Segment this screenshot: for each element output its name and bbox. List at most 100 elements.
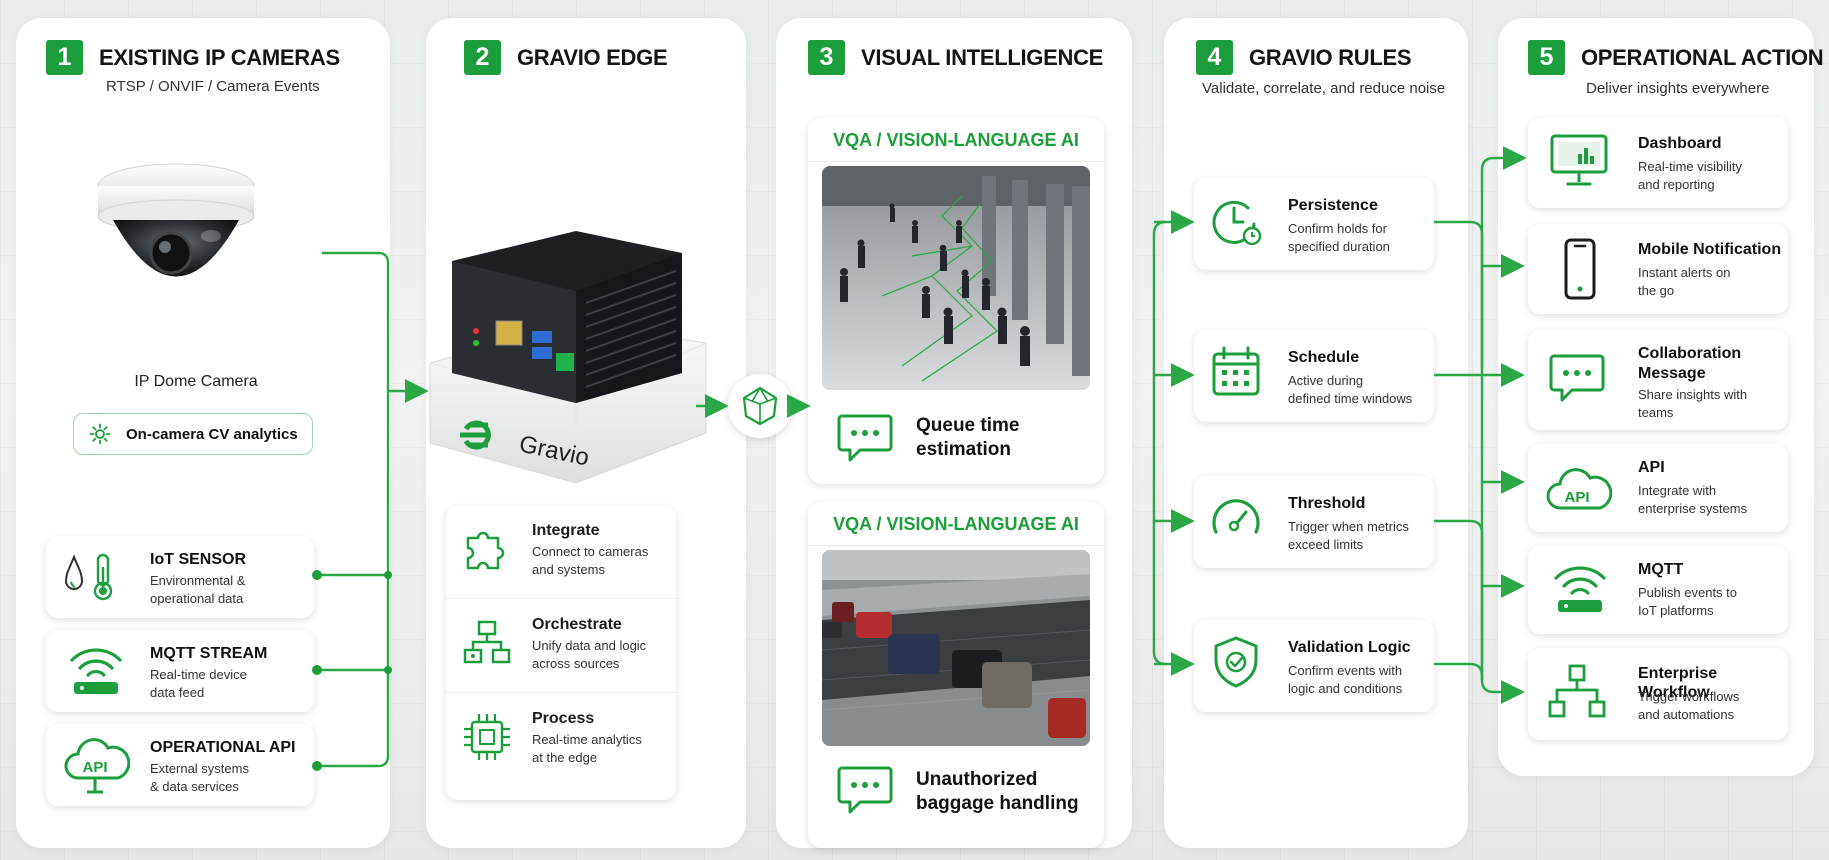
- column-header: 4 GRAVIO RULES: [1196, 40, 1412, 75]
- rule-desc-line1: Confirm events with: [1288, 663, 1403, 678]
- rule-desc-line2: logic and conditions: [1288, 681, 1403, 696]
- action-card-enterprise-workflow: Enterprise Workflow Trigger workflows an…: [1528, 648, 1788, 740]
- column-subtitle: Validate, correlate, and reduce noise: [1202, 80, 1446, 97]
- column-visual-intelligence: 3 VISUAL INTELLIGENCE VQA / VISION-LANGU…: [776, 18, 1132, 848]
- action-desc-line2: enterprise systems: [1638, 501, 1748, 516]
- action-desc-line2: teams: [1638, 405, 1674, 420]
- vqa-result-line1: Queue time: [916, 415, 1020, 436]
- source-card-operational-api: API OPERATIONAL API External systems & d…: [46, 724, 314, 806]
- source-desc-line2: data feed: [150, 685, 205, 700]
- edge-item-desc-line2: across sources: [532, 656, 620, 671]
- step-number: 1: [46, 40, 83, 75]
- source-card-mqtt-stream: MQTT STREAM Real-time device data feed: [46, 630, 314, 712]
- action-title: MQTT: [1638, 561, 1684, 578]
- source-title: OPERATIONAL API: [150, 739, 296, 756]
- rule-title: Validation Logic: [1288, 639, 1411, 656]
- action-title: Mobile Notification: [1638, 241, 1782, 258]
- edge-item-title: Integrate: [532, 522, 600, 539]
- column-gravio-rules: 4 GRAVIO RULES Validate, correlate, and …: [1164, 18, 1468, 848]
- rule-desc-line1: Active during: [1288, 373, 1364, 388]
- workflow-icon: [1548, 664, 1606, 718]
- puzzle-icon: [466, 531, 505, 570]
- column-gravio-edge: 2 GRAVIO EDGE: [426, 18, 746, 848]
- action-title: API: [1638, 459, 1665, 476]
- edge-item-desc-line1: Connect to cameras: [532, 544, 649, 559]
- rule-title: Schedule: [1288, 349, 1360, 366]
- chat-icon: [837, 414, 893, 462]
- shield-check-icon: [1214, 636, 1258, 688]
- polyhedron-icon: [742, 386, 778, 426]
- source-desc-line1: Environmental &: [150, 573, 246, 588]
- svg-text:API: API: [1564, 489, 1589, 506]
- column-subtitle: Deliver insights everywhere: [1586, 80, 1770, 97]
- rule-card-persistence: Persistence Confirm holds for specified …: [1194, 178, 1434, 270]
- step-number: 3: [808, 40, 845, 75]
- column-header: 5 OPERATIONAL ACTION: [1528, 40, 1824, 75]
- edge-item-desc-line1: Unify data and logic: [532, 638, 647, 653]
- api-cloud-icon: API: [1546, 468, 1612, 510]
- action-desc-line1: Integrate with: [1638, 483, 1717, 498]
- rule-title: Threshold: [1288, 495, 1366, 512]
- vqa-panel-header: VQA / VISION-LANGUAGE AI: [808, 502, 1104, 546]
- step-number: 5: [1528, 40, 1565, 75]
- rule-card-validation-logic: Validation Logic Confirm events with log…: [1194, 620, 1434, 712]
- action-desc-line2: IoT platforms: [1638, 603, 1714, 618]
- edge-item-title: Process: [532, 710, 595, 727]
- rule-desc-line2: exceed limits: [1288, 537, 1364, 552]
- column-existing-ip-cameras: 1 EXISTING IP CAMERAS RTSP / ONVIF / Cam…: [16, 18, 390, 848]
- gear-icon: [89, 423, 111, 445]
- edge-item-desc-line2: at the edge: [532, 750, 598, 765]
- column-title: GRAVIO EDGE: [517, 44, 668, 70]
- rule-card-schedule: Schedule Active during defined time wind…: [1194, 330, 1434, 422]
- source-title: IoT SENSOR: [150, 551, 247, 568]
- dome-camera-image: [91, 158, 261, 318]
- action-title: Dashboard: [1638, 135, 1722, 152]
- column-operational-action: 5 OPERATIONAL ACTION Deliver insights ev…: [1498, 18, 1824, 776]
- action-desc-line1: Trigger workflows: [1638, 689, 1740, 704]
- rule-desc-line1: Trigger when metrics: [1288, 519, 1409, 534]
- on-camera-analytics-pill: On-camera CV analytics: [73, 413, 313, 455]
- hierarchy-icon: [463, 620, 511, 664]
- gravio-edge-device-image: Gravio: [426, 213, 716, 513]
- action-card-mqtt: MQTT Publish events to IoT platforms: [1528, 546, 1788, 634]
- action-card-mobile-notification: Mobile Notification Instant alerts on th…: [1528, 224, 1788, 314]
- action-title-line2: Message: [1638, 365, 1706, 382]
- sensor-icon: [64, 553, 113, 601]
- gauge-icon: [1212, 499, 1260, 534]
- action-desc-line1: Instant alerts on: [1638, 265, 1731, 280]
- rule-desc-line2: specified duration: [1288, 239, 1390, 254]
- edge-item-desc-line1: Real-time analytics: [532, 732, 642, 747]
- chat-icon: [1549, 354, 1605, 402]
- step-number: 4: [1196, 40, 1233, 75]
- chip-icon: [464, 714, 510, 760]
- clock-icon: [1212, 200, 1262, 246]
- airport-queue-photo: [822, 166, 1090, 390]
- action-title: Enterprise Workflow: [1638, 665, 1718, 701]
- edge-item-title: Orchestrate: [532, 616, 622, 633]
- source-desc-line1: Real-time device: [150, 667, 247, 682]
- action-desc-line2: and reporting: [1638, 177, 1715, 192]
- action-title: Collaboration: [1638, 345, 1742, 362]
- vqa-panel-header: VQA / VISION-LANGUAGE AI: [808, 118, 1104, 162]
- action-card-api: API API Integrate with enterprise system…: [1528, 444, 1788, 532]
- rule-desc-line2: defined time windows: [1288, 391, 1413, 406]
- vqa-result-line2: baggage handling: [916, 793, 1079, 814]
- pill-label: On-camera CV analytics: [126, 425, 298, 443]
- column-title: GRAVIO RULES: [1249, 44, 1412, 70]
- action-desc-line1: Real-time visibility: [1638, 159, 1743, 174]
- column-title: EXISTING IP CAMERAS: [99, 44, 340, 70]
- baggage-carousel-photo: [822, 550, 1090, 746]
- camera-label: IP Dome Camera: [134, 373, 258, 390]
- edge-item-process: Process Real-time analytics at the edge: [446, 694, 676, 787]
- wifi-router-icon: [1554, 566, 1606, 612]
- rule-title: Persistence: [1288, 197, 1378, 214]
- ai-hub-node: [728, 374, 792, 438]
- source-card-iot-sensor: IoT SENSOR Environmental & operational d…: [46, 536, 314, 618]
- vqa-panel-queue: VQA / VISION-LANGUAGE AI: [808, 118, 1104, 484]
- chat-icon: [837, 766, 893, 814]
- calendar-icon: [1212, 346, 1260, 396]
- column-header: 3 VISUAL INTELLIGENCE: [808, 40, 1103, 75]
- action-desc-line2: and automations: [1638, 707, 1735, 722]
- smartphone-icon: [1564, 238, 1596, 300]
- monitor-chart-icon: [1550, 134, 1608, 186]
